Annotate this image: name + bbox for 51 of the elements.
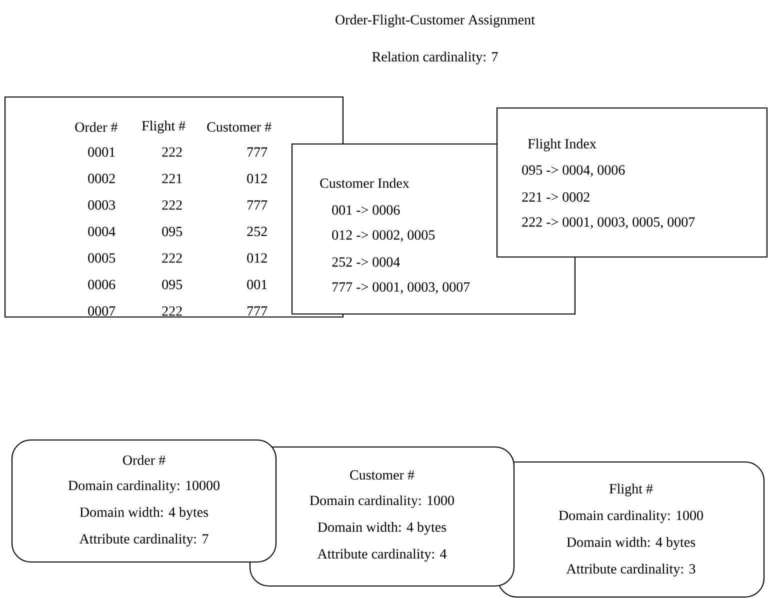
table-value: 777 — [248, 306, 268, 316]
property-text: Domain width: 4 bytes — [80, 507, 208, 520]
table-value: 0001 — [88, 147, 115, 157]
property-text: Attribute cardinality: 7 — [79, 534, 208, 546]
table-value: 0007 — [88, 306, 116, 316]
table-value: 222 — [162, 306, 182, 316]
property-text: Attribute cardinality: 4 — [317, 548, 447, 562]
attribute-box — [497, 461, 765, 598]
column-header: Customer # — [207, 122, 272, 132]
index-entry: 001 -> 0006 — [332, 205, 400, 215]
index-entry: 095 -> 0004, 0006 — [522, 165, 625, 177]
property-text: Domain cardinality: 10000 — [68, 480, 220, 494]
table-value: 0006 — [88, 280, 116, 290]
table-value: 0003 — [88, 200, 116, 210]
index-heading: Customer Index — [320, 178, 410, 188]
box-heading: Order # — [123, 455, 166, 465]
property-text: Domain cardinality: 1000 — [558, 510, 703, 524]
table-value: 0005 — [88, 253, 116, 263]
table-value: 0004 — [88, 226, 116, 236]
property-text: Domain width: 4 bytes — [566, 537, 696, 550]
property-text: Domain width: 4 bytes — [318, 522, 446, 535]
column-header: Flight # — [142, 120, 186, 134]
box-heading: Customer # — [350, 470, 414, 480]
note: Relation cardinality: 7 — [372, 52, 498, 64]
property-text: Domain cardinality: 1000 — [310, 495, 454, 508]
table-value: 252 — [247, 226, 267, 236]
table-value: 222 — [162, 253, 182, 263]
index-box — [496, 107, 768, 258]
table-value: 222 — [162, 200, 182, 210]
index-entry: 012 -> 0002, 0005 — [332, 230, 435, 242]
index-heading: Flight Index — [528, 138, 596, 152]
box-heading: Flight # — [609, 484, 653, 496]
table-value: 777 — [248, 200, 268, 210]
table-value: 095 — [162, 280, 182, 290]
index-entry: 777 -> 0001, 0003, 0007 — [332, 282, 470, 294]
index-entry: 222 -> 0001, 0003, 0005, 0007 — [522, 217, 695, 229]
table-value: 221 — [162, 174, 182, 184]
table-value: 012 — [247, 253, 267, 263]
table-value: 001 — [247, 280, 267, 290]
title: Order-Flight-Customer Assignment — [336, 14, 535, 28]
attribute-box — [11, 439, 277, 563]
table-value: 777 — [248, 147, 268, 157]
table-value: 012 — [247, 174, 267, 184]
property-text: Attribute cardinality: 3 — [566, 564, 696, 576]
attribute-box — [249, 446, 515, 587]
table-value: 095 — [162, 226, 182, 236]
index-entry: 221 -> 0002 — [522, 192, 590, 202]
column-header: Order # — [75, 122, 118, 132]
index-entry: 252 -> 0004 — [332, 257, 400, 267]
table-value: 222 — [162, 147, 182, 157]
table-value: 0002 — [88, 174, 115, 184]
